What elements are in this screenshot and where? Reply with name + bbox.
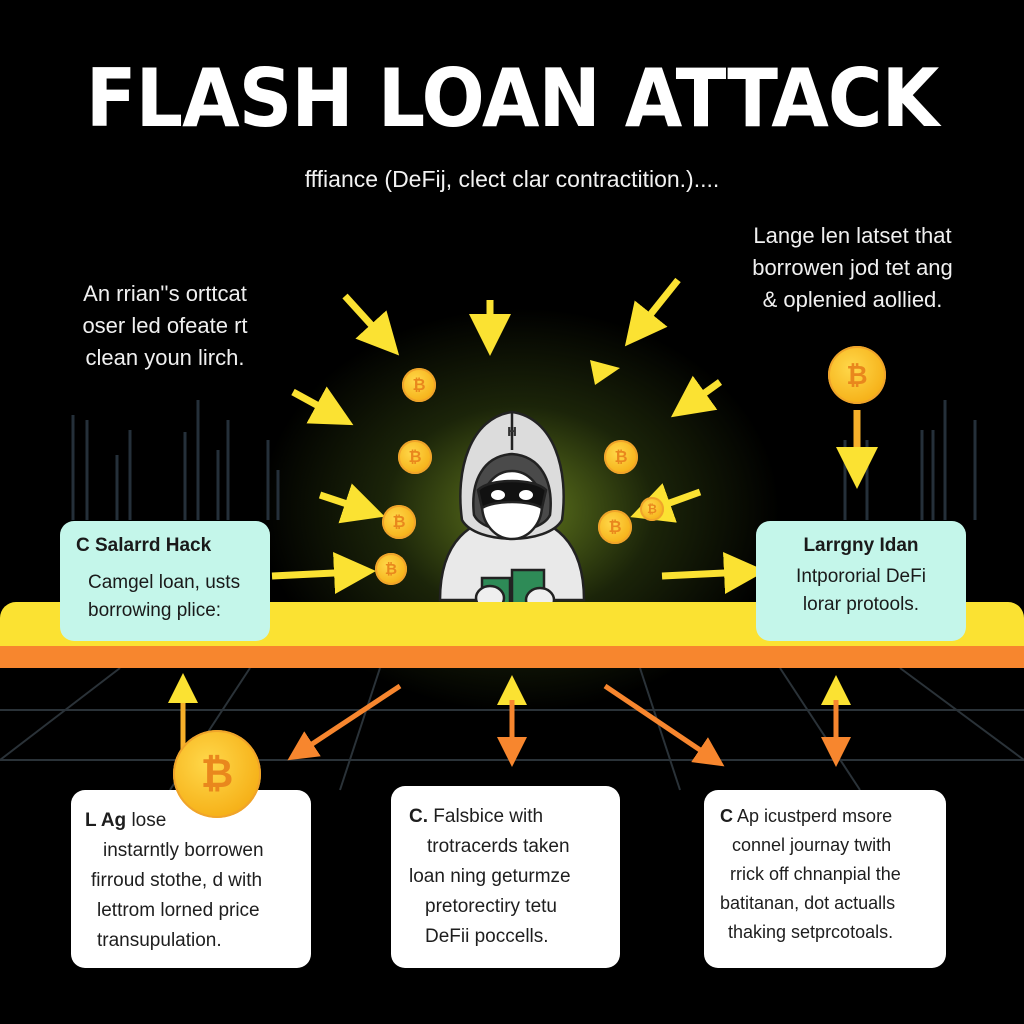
- note-right-line: & oplenied aollied.: [762, 287, 943, 312]
- bitcoin-coin-icon: ₿: [382, 505, 416, 539]
- card-lead: L Ag: [85, 810, 127, 831]
- card-line: firroud stothe, d with: [91, 870, 263, 891]
- card-line: instarntly borrowen: [103, 840, 264, 861]
- mid-box-left-title: C Salarrd Hack: [76, 535, 212, 556]
- card-lead-rest: Falsbice with: [428, 806, 544, 827]
- mid-box-left-line: borrowing plice:: [88, 600, 222, 621]
- card-lead: C: [720, 806, 733, 826]
- card-lead: C.: [409, 806, 428, 827]
- bitcoin-coin-icon: ₿: [828, 346, 886, 404]
- card-lead-rest: lose: [126, 810, 167, 831]
- bitcoin-coin-icon: ₿: [398, 440, 432, 474]
- mid-box-right-line: lorar protools.: [802, 594, 920, 615]
- card-lead-rest: Ap icustperd msore: [733, 806, 893, 826]
- note-right-line: borrowen jod tet ang: [752, 255, 953, 280]
- card-line: DeFii poccells.: [425, 926, 549, 947]
- mid-box-left-line: Camgel loan, usts: [88, 572, 241, 593]
- bitcoin-coin-icon: ₿: [402, 368, 436, 402]
- mid-box-right: Larrgny Idan Intpororial DeFi lorar prot…: [756, 521, 966, 641]
- card-line: thaking setprcotoals.: [728, 922, 894, 942]
- bitcoin-coin-large-icon: ₿: [173, 730, 261, 818]
- step-card-3: C Ap icustperd msore connel journay twit…: [704, 790, 946, 968]
- spike-lines-icon: [71, 400, 977, 520]
- bitcoin-coin-icon: ₿: [640, 497, 664, 521]
- card-line: batitanan, dot actualls: [720, 893, 896, 913]
- card-line: loan ning geturmze: [409, 866, 571, 887]
- card-line: transupulation.: [97, 930, 222, 951]
- note-right-line: Lange len latset that: [753, 223, 952, 248]
- note-left-line: clean youn lirch.: [85, 345, 245, 370]
- mid-box-right-line: Intpororial DeFi: [796, 566, 926, 587]
- card-line: lettrom lorned price: [97, 900, 260, 921]
- note-left: An rrian''s orttcat oser led ofeate rt c…: [55, 278, 275, 374]
- card-line: trotracerds taken: [427, 836, 570, 857]
- card-line: rrick off chnanpial the: [730, 864, 901, 884]
- bitcoin-coin-icon: ₿: [604, 440, 638, 474]
- flow-arrows-icon: [168, 673, 851, 780]
- step-card-2: C. Falsbice with trotracerds taken loan …: [391, 786, 620, 968]
- bitcoin-coin-icon: ₿: [598, 510, 632, 544]
- note-left-line: An rrian''s orttcat: [83, 281, 247, 306]
- mid-box-left: C Salarrd Hack Camgel loan, usts borrowi…: [60, 521, 270, 641]
- note-right: Lange len latset that borrowen jod tet a…: [720, 220, 985, 316]
- mid-box-right-title: Larrgny Idan: [803, 535, 919, 556]
- note-left-line: oser led ofeate rt: [82, 313, 248, 338]
- card-line: connel journay twith: [732, 835, 892, 855]
- converging-arrows-icon: [291, 277, 723, 524]
- bitcoin-coin-icon: ₿: [375, 553, 407, 585]
- platform-band-orange: [0, 646, 1024, 668]
- svg-text:H: H: [507, 425, 517, 439]
- page-title: FLASH LOAN ATTACK: [85, 52, 940, 145]
- page-subtitle: fffiance (DeFij, clect clar contractitio…: [304, 166, 720, 192]
- step-card-1: L Ag lose instarntly borrowen firroud st…: [71, 790, 311, 968]
- card-line: pretorectiry tetu: [425, 896, 557, 917]
